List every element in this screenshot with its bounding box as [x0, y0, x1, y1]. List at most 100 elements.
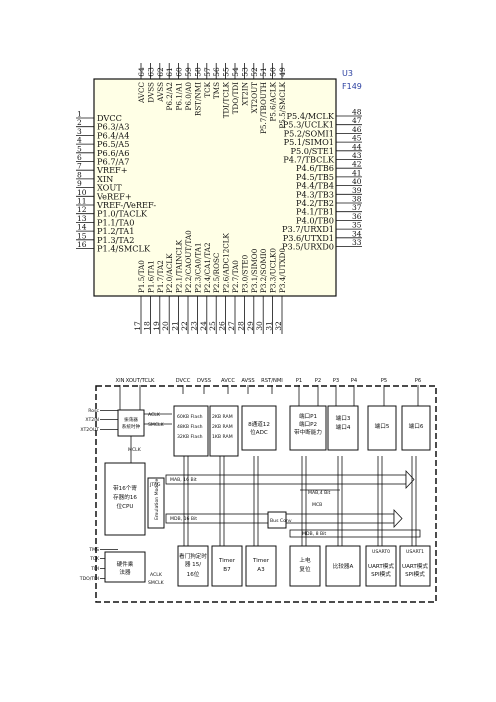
pin-label: P6.0/A0: [184, 82, 193, 111]
pin-label: P4.5/TB5: [296, 172, 334, 182]
pin-number: 55: [222, 67, 231, 77]
pin-label: P2.5/ROSC: [212, 252, 221, 293]
left-signal-label: TCK: [89, 556, 100, 562]
pin-number: 11: [77, 197, 87, 206]
pin-label: RST/NMI: [193, 82, 202, 116]
pin-label: P1.3/TA2: [97, 235, 134, 245]
pin-number: 50: [269, 67, 278, 77]
pin-label: AVCC: [137, 82, 146, 105]
pin-number: 40: [352, 177, 362, 186]
pin-number: 51: [259, 67, 268, 77]
ram-1kb: 1KB RAM: [212, 434, 233, 440]
emulation-label: Emulation Module: [154, 478, 160, 520]
pin-number: 62: [156, 67, 165, 77]
pin-label: P5.4/MCLK: [287, 111, 335, 121]
pin-label: DVCC: [97, 113, 122, 123]
usart1-label: USART1: [406, 549, 424, 555]
pin-label: VREF+: [96, 165, 128, 175]
left-signal-label: TDO/TDI: [79, 576, 99, 582]
top-signal-label: P6: [415, 378, 421, 384]
pin-label: P5.5/SMCLK: [278, 81, 287, 128]
pin-number: 5: [77, 144, 82, 153]
pin-number: 8: [77, 170, 82, 179]
mab16-label: MAB, 16 Bit: [170, 477, 197, 483]
left-signal-label: TMS: [88, 547, 99, 553]
pin-label: P1.0/TACLK: [97, 209, 148, 219]
pin-label: VREF-/VeREF-: [96, 200, 156, 210]
top-pin-group: 64AVCC63DVSS62AVSS61P6.2/A260P6.1/A159P6…: [137, 63, 287, 134]
pin-label: AVSS: [156, 82, 165, 103]
pin-number: 25: [208, 321, 217, 331]
pin-label: TMS: [212, 82, 221, 99]
pin-number: 60: [175, 67, 184, 77]
pin-number: 30: [255, 321, 264, 331]
pin-number: 35: [352, 221, 362, 230]
top-signal-label: AVSS: [241, 378, 254, 384]
pin-number: 58: [193, 67, 202, 77]
usart0-label: USART0: [372, 549, 390, 555]
pin-number: 14: [77, 223, 87, 232]
pin-label: P5.7/TBOUTH: [259, 82, 268, 134]
pin-number: 59: [184, 67, 193, 77]
top-signal-label: P1: [296, 378, 302, 384]
pin-number: 23: [189, 321, 198, 331]
pin-number: 29: [246, 321, 255, 331]
pin-label: P2.0/ACLK: [165, 253, 174, 293]
top-signal-label: DVSS: [197, 378, 211, 384]
usart1-block: [399, 545, 431, 587]
pin-label: P5.1/SIMO1: [284, 137, 334, 147]
bus-conv-block: [267, 511, 287, 529]
top-signal-label: AVCC: [221, 378, 235, 384]
mclk-label: MCLK: [128, 447, 142, 453]
vertical-bus-group: [183, 456, 417, 546]
left-signal-label: XT2IN: [85, 417, 99, 423]
top-signal-label: RST/NMI: [261, 378, 283, 384]
por-label: 上电复位: [299, 556, 311, 573]
pin-number: 28: [236, 321, 245, 331]
pin-label: P1.2/TA1: [97, 226, 134, 236]
pin-label: P3.2/SOMI0: [259, 248, 268, 293]
pin-number: 56: [212, 67, 221, 77]
pin-label: P2.2/CAOUT/TA0: [184, 230, 193, 293]
pin-number: 15: [77, 231, 87, 240]
pin-number: 4: [77, 136, 82, 145]
jtag-label: JTAG: [149, 482, 161, 488]
left-signal-label: XT2OUT: [80, 427, 99, 433]
pin-label: P3.6/UTXD1: [283, 233, 334, 243]
hw-mult-block: [104, 551, 146, 583]
pin-number: 18: [142, 321, 151, 331]
pin-number: 34: [352, 229, 362, 238]
pin-label: TDI/TCLK: [222, 81, 231, 118]
left-signal-label: TDI: [90, 566, 99, 572]
pin-label: TDO/TDI: [231, 82, 240, 114]
pin-number: 38: [352, 195, 362, 204]
pin-label: DVSS: [146, 82, 155, 103]
timer-b7-block: [211, 545, 243, 587]
pin-label: P4.3/TB3: [296, 189, 334, 199]
pin-label: P3.5/URXD0: [282, 242, 334, 252]
pin-label: P4.1/TB1: [296, 207, 334, 217]
pin-number: 13: [77, 214, 87, 223]
mcb-label: MCB: [312, 502, 322, 508]
pin-number: 54: [231, 67, 240, 77]
chip-body: [93, 78, 337, 297]
pin-label: P1.7/TA2: [156, 260, 165, 293]
port34-block: [327, 405, 359, 451]
pin-label: P6.6/A6: [97, 148, 129, 158]
pin-label: P5.3/UCLK1: [283, 120, 334, 130]
pin-number: 36: [352, 212, 362, 221]
pin-number: 12: [77, 205, 87, 214]
flash-32kb: 32KB Flash: [177, 434, 203, 440]
chip-refdes: U3: [342, 69, 353, 78]
pin-label: P6.2/A2: [165, 82, 174, 110]
top-signal-label: DVCC: [176, 378, 191, 384]
top-signal-label: XIN: [116, 378, 125, 384]
ram-2kb-a: 2KB RAM: [212, 414, 233, 420]
mdb8-label: MDB, 8 Bit: [302, 531, 326, 537]
pin-number: 43: [352, 151, 362, 160]
pin-number: 31: [265, 321, 274, 331]
